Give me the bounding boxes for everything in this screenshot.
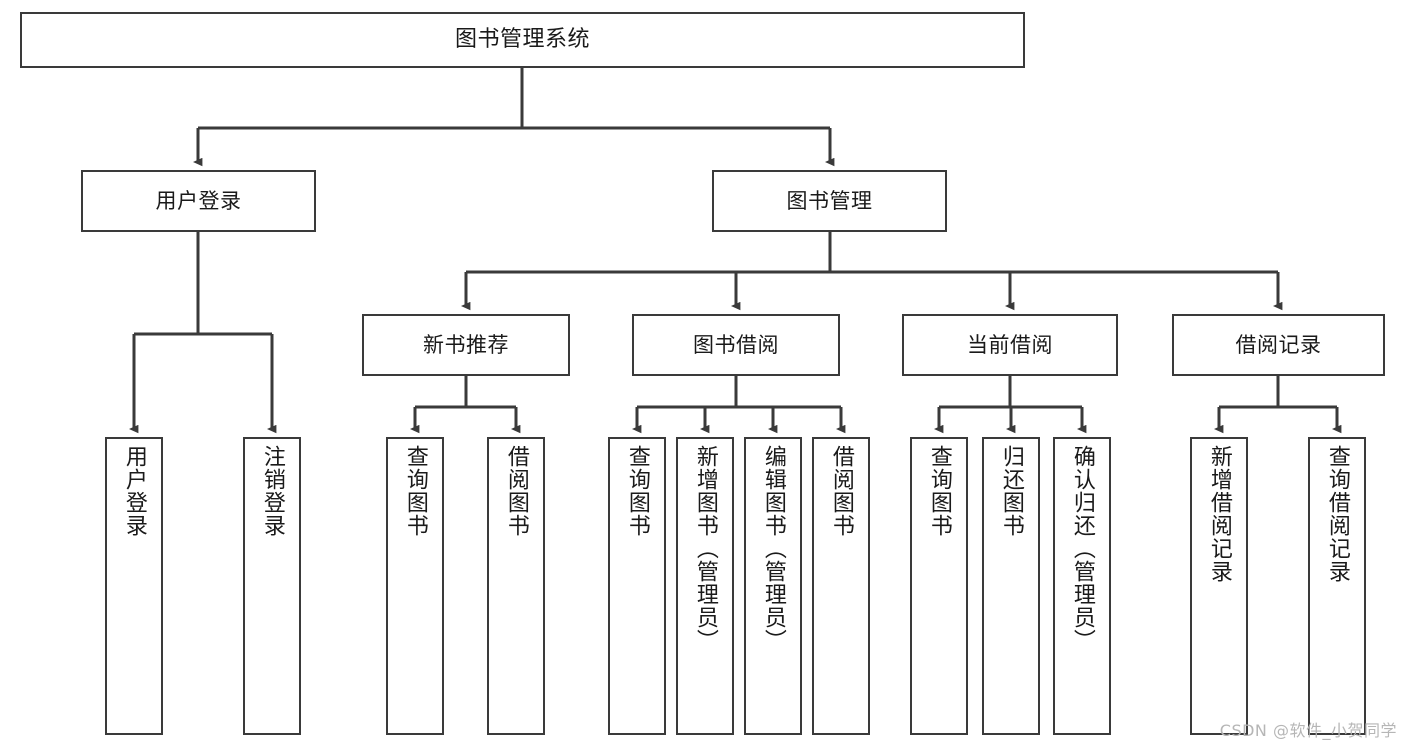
node-label: 新增图书（管理员） [692, 445, 718, 652]
node-label: 查询图书 [402, 445, 428, 537]
node-leaf-cur-return[interactable]: 归还图书 [982, 437, 1040, 735]
node-leaf-borrow-lend[interactable]: 借阅图书 [812, 437, 870, 735]
node-label: 图书借阅 [693, 332, 779, 357]
node-label: 用户登录 [121, 445, 147, 537]
node-label: 借阅图书 [503, 445, 529, 537]
node-leaf-borrow-query[interactable]: 查询图书 [608, 437, 666, 735]
node-leaf-borrow-edit[interactable]: 编辑图书（管理员） [744, 437, 802, 735]
node-current-borrow[interactable]: 当前借阅 [902, 314, 1118, 376]
node-label: 图书管理系统 [454, 27, 590, 53]
watermark-text: CSDN @软件_小贺同学 [1219, 721, 1397, 740]
node-borrow-record[interactable]: 借阅记录 [1172, 314, 1385, 376]
node-label: 归还图书 [998, 445, 1024, 537]
node-new-book-rec[interactable]: 新书推荐 [362, 314, 570, 376]
node-label: 注销登录 [259, 445, 285, 537]
node-leaf-record-add[interactable]: 新增借阅记录 [1190, 437, 1248, 735]
node-label: 当前借阅 [967, 332, 1053, 357]
node-label: 用户登录 [155, 188, 242, 213]
node-leaf-borrow-add[interactable]: 新增图书（管理员） [676, 437, 734, 735]
node-label: 借阅图书 [828, 445, 854, 537]
node-label: 图书管理 [786, 188, 873, 213]
node-label: 确认归还（管理员） [1069, 445, 1095, 652]
node-label: 借阅记录 [1235, 332, 1322, 357]
node-label: 新书推荐 [423, 332, 509, 357]
node-leaf-record-search[interactable]: 查询借阅记录 [1308, 437, 1366, 735]
node-label: 新增借阅记录 [1206, 445, 1232, 583]
node-leaf-cur-query[interactable]: 查询图书 [910, 437, 968, 735]
node-leaf-rec-query[interactable]: 查询图书 [386, 437, 444, 735]
node-label: 查询借阅记录 [1324, 445, 1350, 583]
node-book-manage[interactable]: 图书管理 [712, 170, 947, 232]
node-leaf-cur-confirm[interactable]: 确认归还（管理员） [1053, 437, 1111, 735]
node-label: 查询图书 [624, 445, 650, 537]
node-leaf-rec-borrow[interactable]: 借阅图书 [487, 437, 545, 735]
node-leaf-user-logout[interactable]: 注销登录 [243, 437, 301, 735]
node-label: 查询图书 [926, 445, 952, 537]
node-leaf-user-login[interactable]: 用户登录 [105, 437, 163, 735]
node-user-login[interactable]: 用户登录 [81, 170, 316, 232]
node-label: 编辑图书（管理员） [760, 445, 786, 652]
node-root-system[interactable]: 图书管理系统 [20, 12, 1025, 68]
node-book-borrow[interactable]: 图书借阅 [632, 314, 840, 376]
